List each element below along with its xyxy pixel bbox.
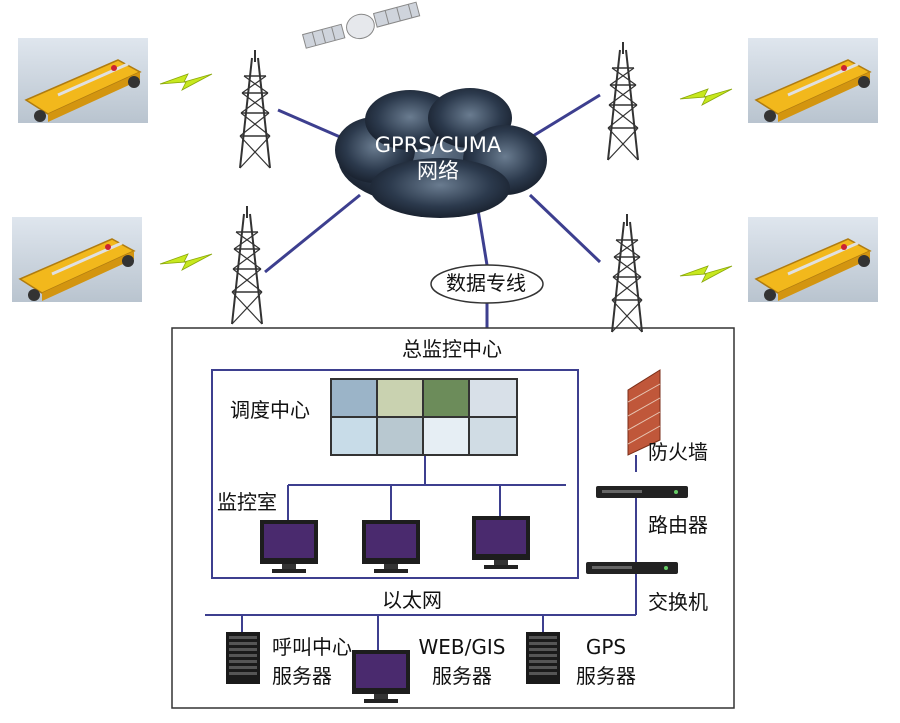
tower-icon bbox=[607, 41, 639, 161]
dedicated-line-label: 数据专线 bbox=[446, 271, 526, 295]
dispatch-center-label: 调度中心 bbox=[230, 398, 310, 422]
gps-server-label: GPS 服务器 bbox=[566, 633, 646, 691]
ethernet-label: 以太网 bbox=[382, 588, 442, 612]
tower-icon bbox=[231, 205, 263, 325]
web-gis-server-line1: WEB/GIS bbox=[418, 635, 506, 659]
signal-bolt-icon bbox=[159, 253, 213, 271]
monitor-icon bbox=[472, 516, 530, 569]
call-center-server-line2: 服务器 bbox=[272, 664, 332, 688]
monitor-icon bbox=[352, 650, 410, 703]
server-icon bbox=[226, 632, 260, 684]
vehicle-top-right bbox=[746, 36, 880, 125]
call-center-server-label: 呼叫中心 服务器 bbox=[272, 633, 352, 691]
call-center-server-line1: 呼叫中心 bbox=[272, 635, 352, 659]
firewall-icon bbox=[627, 369, 661, 472]
monitor-icon bbox=[362, 520, 420, 573]
switch-label: 交换机 bbox=[648, 590, 708, 614]
tower-icon bbox=[611, 213, 643, 333]
vehicle-top-left bbox=[16, 36, 150, 125]
satellite-icon bbox=[301, 1, 421, 49]
monitor-room-box bbox=[211, 369, 579, 579]
gps-server-line2: 服务器 bbox=[576, 664, 636, 688]
center-title: 总监控中心 bbox=[402, 337, 502, 361]
monitor-room-bus bbox=[287, 456, 566, 520]
gps-server-line1: GPS bbox=[585, 635, 627, 659]
cloud-label-line1: GPRS/CUMA bbox=[374, 133, 502, 157]
ethernet-bus bbox=[205, 574, 637, 650]
switch-icon bbox=[586, 562, 678, 574]
control-center-box bbox=[171, 327, 735, 709]
signal-bolt-icon bbox=[679, 265, 733, 283]
cloud-icon bbox=[335, 88, 547, 218]
server-icon bbox=[526, 632, 560, 684]
web-gis-server-label: WEB/GIS 服务器 bbox=[412, 633, 512, 691]
vehicle-bottom-right bbox=[746, 215, 880, 304]
router-label: 路由器 bbox=[648, 513, 708, 537]
router-icon bbox=[596, 486, 688, 498]
video-wall-icon bbox=[330, 378, 518, 456]
monitor-icon bbox=[260, 520, 318, 573]
signal-bolt-icon bbox=[159, 73, 213, 91]
signal-bolt-icon bbox=[679, 88, 733, 106]
firewall-label: 防火墙 bbox=[648, 440, 708, 464]
cloud-label: GPRS/CUMA 网络 bbox=[338, 132, 538, 185]
dedicated-line-oval bbox=[430, 264, 544, 304]
web-gis-server-line2: 服务器 bbox=[432, 664, 492, 688]
monitor-room-label: 监控室 bbox=[217, 490, 277, 514]
vehicle-bottom-left bbox=[10, 215, 144, 304]
cloud-label-line2: 网络 bbox=[417, 159, 459, 184]
tower-icon bbox=[239, 49, 271, 169]
